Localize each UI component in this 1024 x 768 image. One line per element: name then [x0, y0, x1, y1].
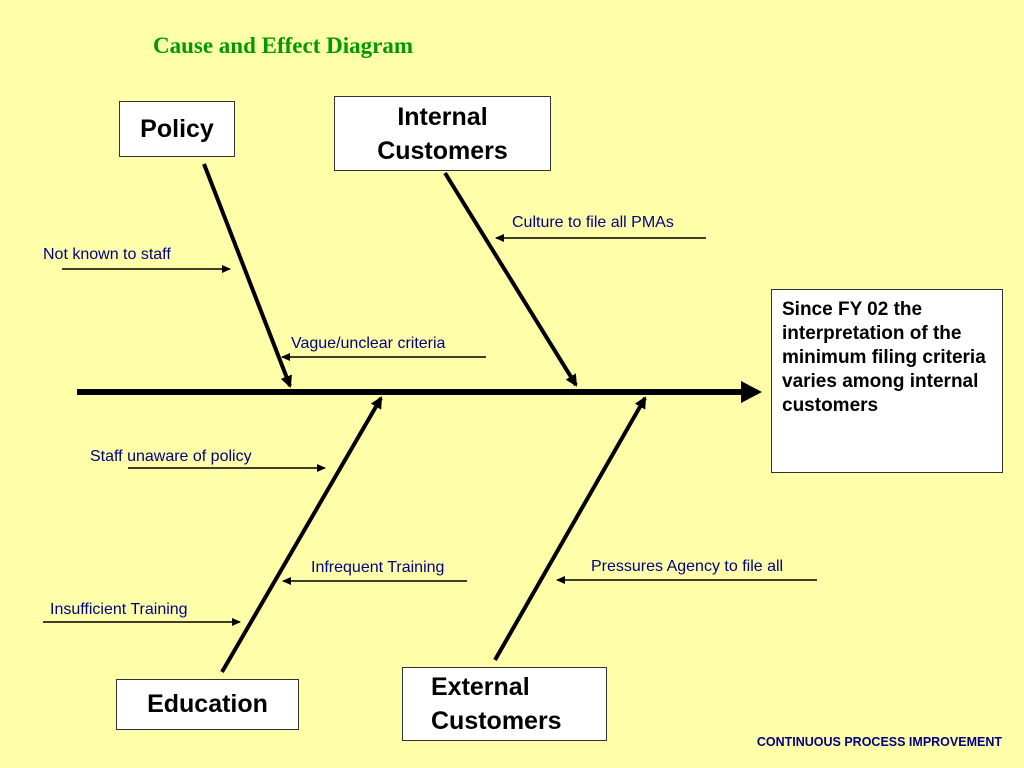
- cause-not-known: Not known to staff: [43, 246, 171, 263]
- category-external-customers-line2: Customers: [431, 707, 562, 735]
- category-internal-customers: Internal Customers: [334, 96, 551, 171]
- category-education-label: Education: [147, 690, 268, 718]
- bone-external-customers: [493, 396, 647, 661]
- cause-staff-unaware: Staff unaware of policy: [90, 448, 252, 465]
- effect-box: Since FY 02 the interpretation of the mi…: [771, 289, 1003, 473]
- cause-culture-pmas: Culture to file all PMAs: [512, 214, 674, 231]
- cause-insufficient-training: Insufficient Training: [50, 601, 188, 618]
- diagram-title: Cause and Effect Diagram: [153, 33, 413, 58]
- category-education: Education: [116, 679, 299, 730]
- bone-policy: [202, 163, 292, 388]
- category-internal-customers-line2: Customers: [377, 136, 508, 165]
- bone-education: [220, 396, 383, 674]
- category-policy: Policy: [119, 101, 235, 157]
- category-policy-label: Policy: [140, 114, 214, 143]
- bone-internal-customers: [443, 171, 578, 387]
- category-internal-customers-line1: Internal: [397, 102, 488, 131]
- cause-pressures-agency: Pressures Agency to file all: [591, 558, 784, 575]
- cause-infrequent-training: Infrequent Training: [311, 559, 445, 576]
- category-external-customers-line1: External: [431, 673, 530, 701]
- footer-label: CONTINUOUS PROCESS IMPROVEMENT: [756, 735, 1002, 749]
- spine-arrowhead: [741, 381, 762, 403]
- effect-text: Since FY 02 the interpretation of the mi…: [782, 299, 986, 416]
- cause-vague-criteria: Vague/unclear criteria: [291, 335, 446, 352]
- category-external-customers: External Customers: [402, 667, 607, 741]
